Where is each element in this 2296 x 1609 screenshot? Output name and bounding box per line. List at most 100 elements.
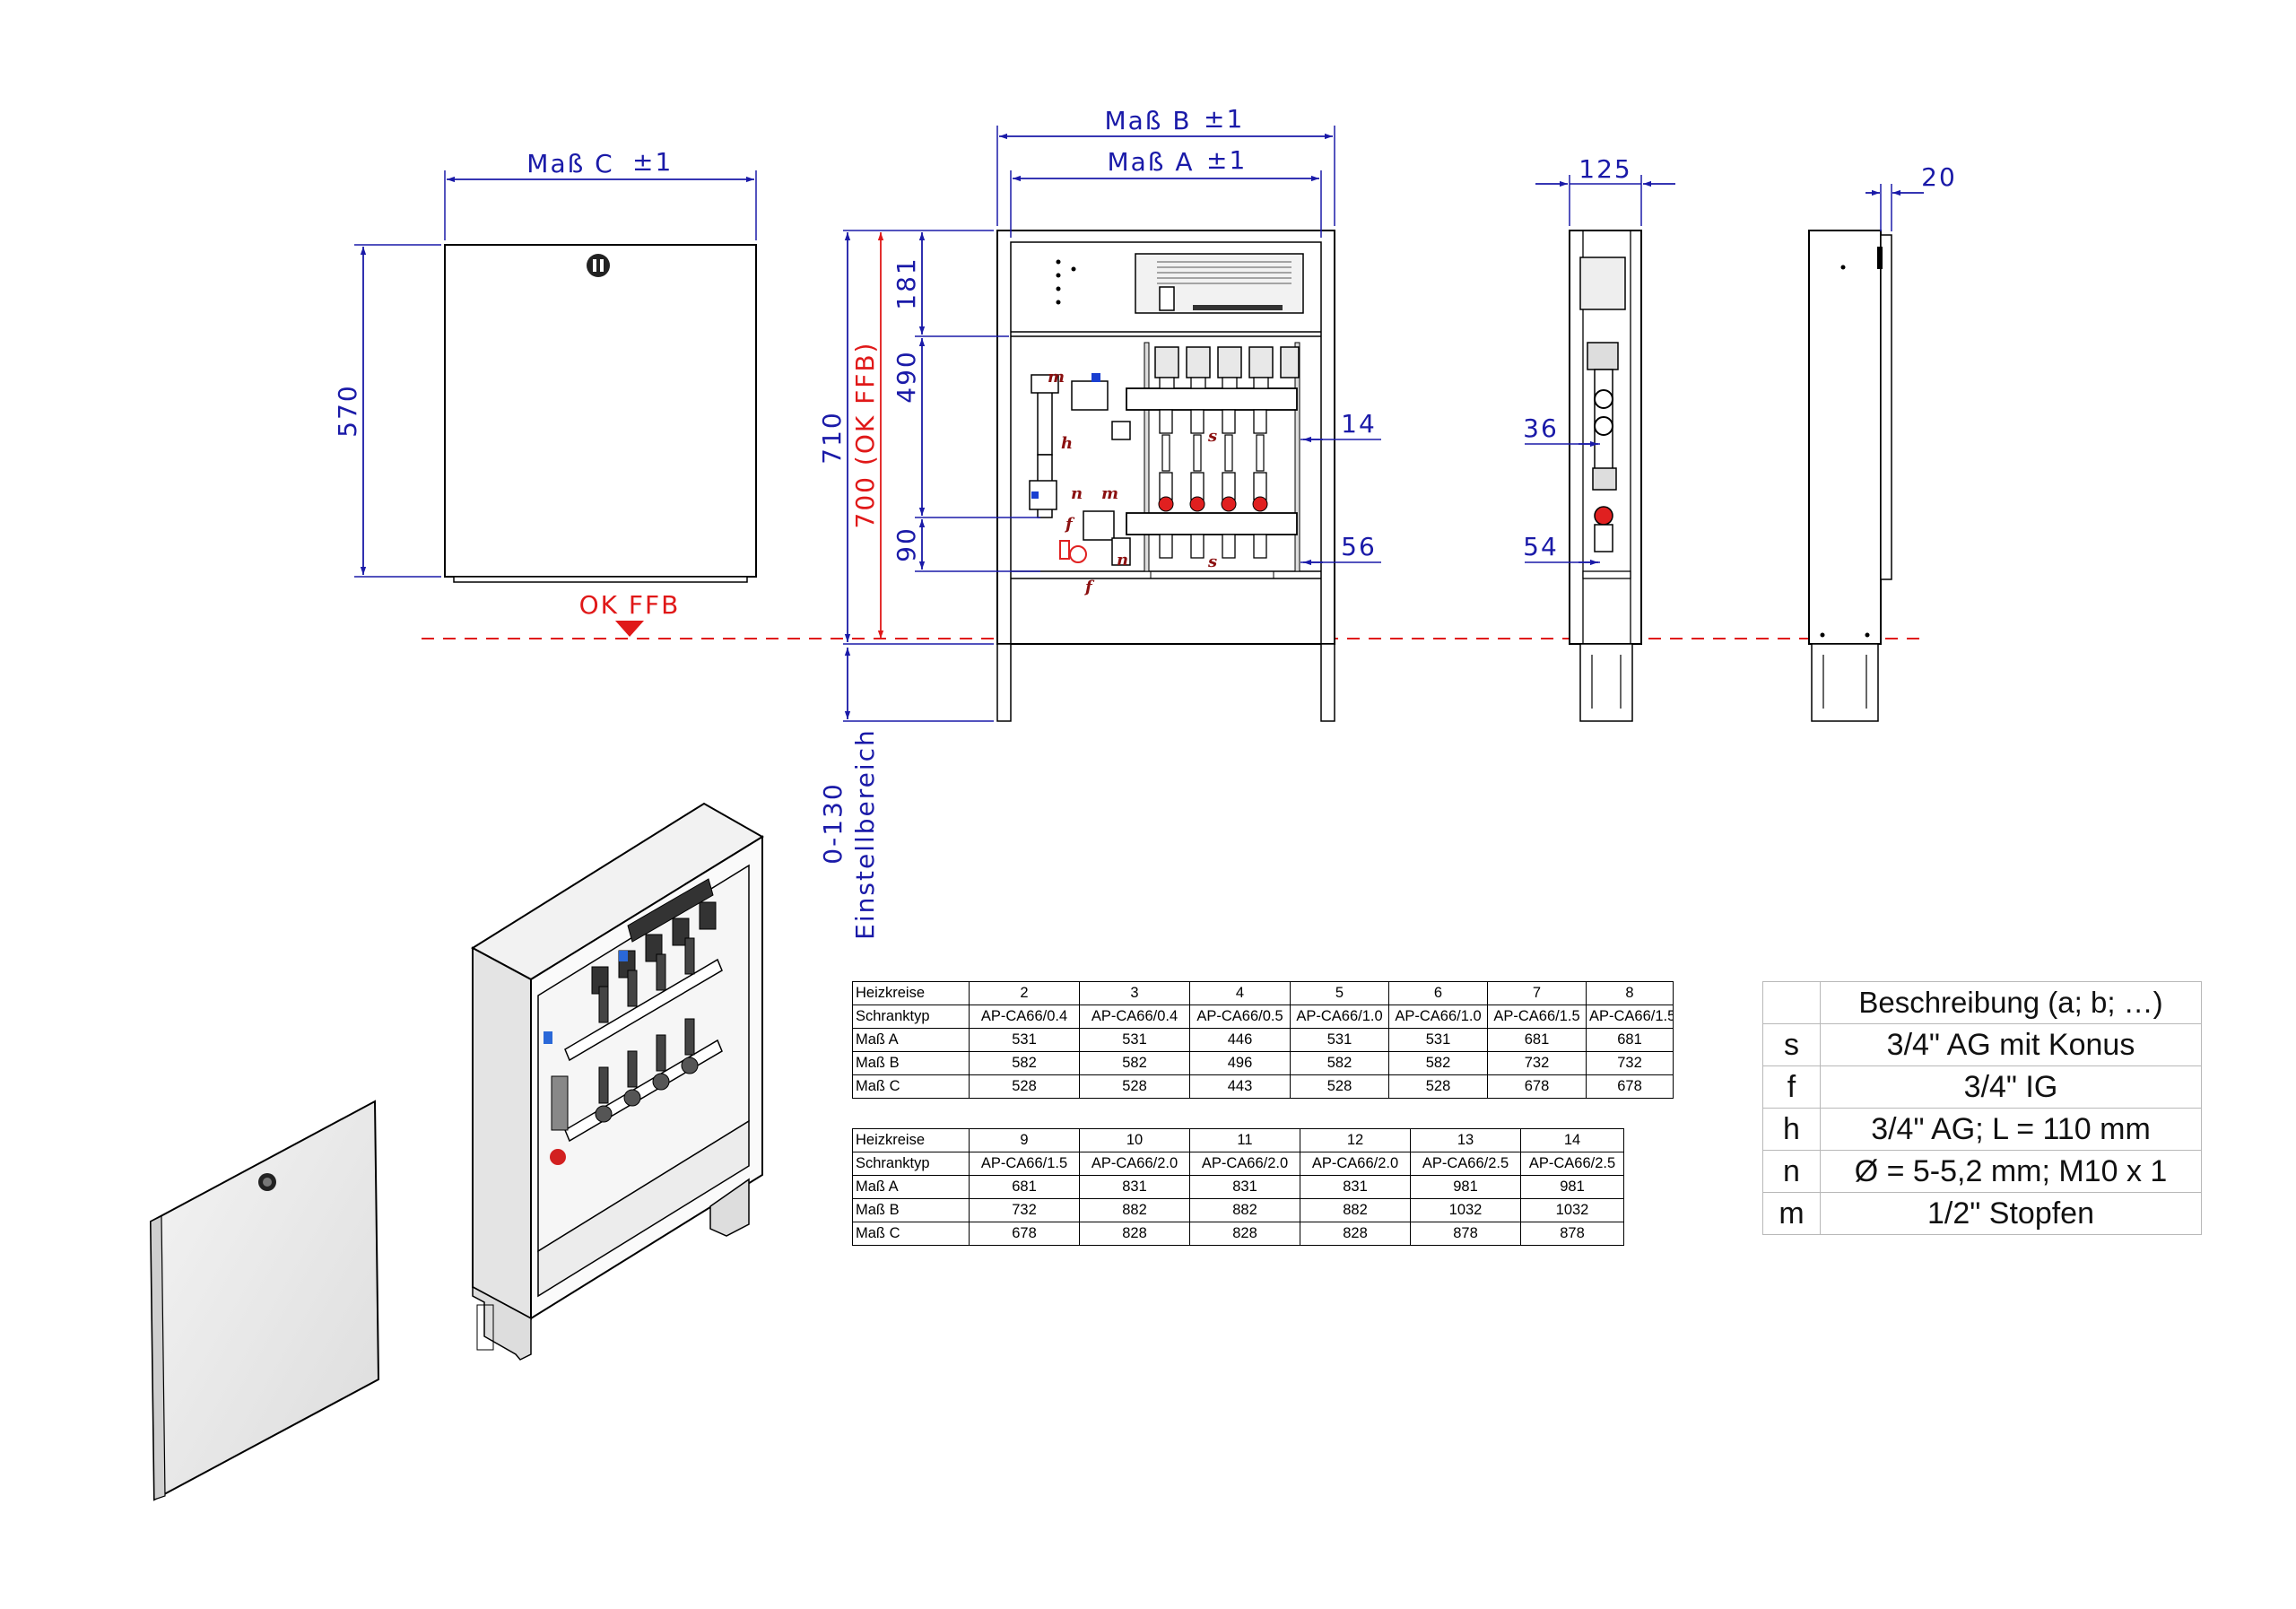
table-cell: 878 [1410, 1222, 1521, 1246]
table-cell: 531 [1388, 1028, 1488, 1052]
table-cell: AP-CA66/1.5 [1586, 1005, 1674, 1029]
table-cell: 582 [1388, 1051, 1488, 1075]
front-view-open: m h n m f n f s s Maß B ±1 Maß A ±1 710 … [817, 104, 1381, 940]
door-isometric [149, 1100, 380, 1501]
table-cell: 6 [1388, 981, 1488, 1005]
table-cell: 831 [1189, 1175, 1300, 1199]
table-cell: 882 [1079, 1198, 1190, 1222]
table-cell: 831 [1079, 1175, 1190, 1199]
table-cell: 981 [1410, 1175, 1521, 1199]
manifold-upper [1126, 387, 1298, 411]
isometric-view [149, 802, 764, 1501]
dim-90: 90 [891, 526, 921, 562]
table-cell: 732 [1586, 1051, 1674, 1075]
legend-row: n Ø = 5-5,2 mm; M10 x 1 [1762, 1150, 2202, 1193]
table-cell: Maß C [852, 1074, 970, 1099]
legend-row: m 1/2" Stopfen [1762, 1192, 2202, 1235]
table-row: Maß C 678 828 828 828 878 878 [852, 1222, 1624, 1246]
table-cell: AP-CA66/2.0 [1300, 1152, 1411, 1176]
dim-54: 54 [1523, 532, 1559, 561]
label-m-1: m [1048, 368, 1065, 387]
legend-key: h [1762, 1108, 1821, 1151]
table-cell: 528 [1290, 1074, 1389, 1099]
legend-header-empty [1762, 981, 1821, 1024]
table-cell: 496 [1189, 1051, 1291, 1075]
dim-mass-a-tol: ±1 [1206, 145, 1247, 175]
legend-row: s 3/4" AG mit Konus [1762, 1023, 2202, 1066]
dimension-table-2: Heizkreise 9 10 11 12 13 14 Schranktyp A… [852, 1128, 1624, 1246]
table-row: Heizkreise 9 10 11 12 13 14 [852, 1128, 1624, 1152]
table-cell: 878 [1520, 1222, 1624, 1246]
ok-ffb-label: OK FFB [579, 590, 681, 620]
legend-title: Beschreibung (a; b; …) [1820, 981, 2202, 1024]
label-n-2: n [1117, 551, 1128, 570]
legend-row: h 3/4" AG; L = 110 mm [1762, 1108, 2202, 1151]
table-cell: Maß C [852, 1222, 970, 1246]
table-cell: 1032 [1520, 1198, 1624, 1222]
table-cell: 7 [1487, 981, 1587, 1005]
table-cell: 3 [1079, 981, 1190, 1005]
table-row: Maß C 528 528 443 528 528 678 678 [852, 1074, 1674, 1099]
table-cell: 681 [1487, 1028, 1587, 1052]
legend-text: 1/2" Stopfen [1820, 1192, 2202, 1235]
dim-mass-b: Maß B [1104, 106, 1191, 135]
table-cell: AP-CA66/2.0 [1189, 1152, 1300, 1176]
legend-text: Ø = 5-5,2 mm; M10 x 1 [1820, 1150, 2202, 1193]
dim-mass-b-tol: ±1 [1204, 104, 1244, 134]
table-cell: AP-CA66/0.4 [1079, 1005, 1190, 1029]
table-cell: Maß B [852, 1051, 970, 1075]
table-cell: 681 [1586, 1028, 1674, 1052]
table-cell: 4 [1189, 981, 1291, 1005]
label-n-1: n [1071, 484, 1083, 503]
table-cell: 12 [1300, 1128, 1411, 1152]
dim-181: 181 [891, 257, 921, 309]
table-cell: 882 [1300, 1198, 1411, 1222]
table-row: Maß B 582 582 496 582 582 732 732 [852, 1051, 1674, 1075]
legend-table: Beschreibung (a; b; …) s 3/4" AG mit Kon… [1762, 981, 2202, 1235]
side-view: 125 36 54 [1523, 154, 1675, 722]
table-cell: 828 [1189, 1222, 1300, 1246]
legend-row: f 3/4" IG [1762, 1065, 2202, 1109]
table-cell: Heizkreise [852, 1128, 970, 1152]
table-cell: 443 [1189, 1074, 1291, 1099]
dim-range: 0-130 [818, 782, 848, 864]
table-cell: 678 [1586, 1074, 1674, 1099]
legend-key: f [1762, 1065, 1821, 1109]
table-cell: 528 [1079, 1074, 1190, 1099]
dim-36: 36 [1523, 413, 1559, 443]
table-cell: AP-CA66/2.5 [1520, 1152, 1624, 1176]
manifold-lower [1126, 512, 1298, 535]
table-cell: 582 [969, 1051, 1080, 1075]
table-cell: 5 [1290, 981, 1389, 1005]
table-cell: Schranktyp [852, 1152, 970, 1176]
table-row: Maß B 732 882 882 882 1032 1032 [852, 1198, 1624, 1222]
table-cell: 14 [1520, 1128, 1624, 1152]
table-cell: 882 [1189, 1198, 1300, 1222]
table-cell: 582 [1290, 1051, 1389, 1075]
dim-56: 56 [1341, 532, 1377, 561]
table-cell: 1032 [1410, 1198, 1521, 1222]
table-row: Maß A 531 531 446 531 531 681 681 [852, 1028, 1674, 1052]
table-cell: AP-CA66/0.4 [969, 1005, 1080, 1029]
table-cell: 732 [1487, 1051, 1587, 1075]
legend-text: 3/4" AG; L = 110 mm [1820, 1108, 2202, 1151]
dim-710: 710 [817, 411, 847, 464]
dim-490: 490 [891, 350, 921, 403]
legend-key: s [1762, 1023, 1821, 1066]
table-cell: AP-CA66/1.0 [1388, 1005, 1488, 1029]
table-cell: 678 [1487, 1074, 1587, 1099]
dim-14: 14 [1341, 409, 1377, 439]
dim-570: 570 [333, 384, 362, 437]
table-row: Schranktyp AP-CA66/0.4 AP-CA66/0.4 AP-CA… [852, 1005, 1674, 1029]
table-cell: 10 [1079, 1128, 1190, 1152]
lock-icon [587, 254, 610, 277]
table-row: Heizkreise 2 3 4 5 6 7 8 [852, 981, 1674, 1005]
dim-range-label: Einstellbereich [850, 728, 880, 940]
table-cell: 13 [1410, 1128, 1521, 1152]
table-cell: 831 [1300, 1175, 1411, 1199]
table-cell: Schranktyp [852, 1005, 970, 1029]
label-s-1: s [1207, 427, 1217, 446]
dim-mass-a: Maß A [1107, 147, 1194, 177]
table-cell: 8 [1586, 981, 1674, 1005]
door-bottom-strip [453, 576, 748, 583]
